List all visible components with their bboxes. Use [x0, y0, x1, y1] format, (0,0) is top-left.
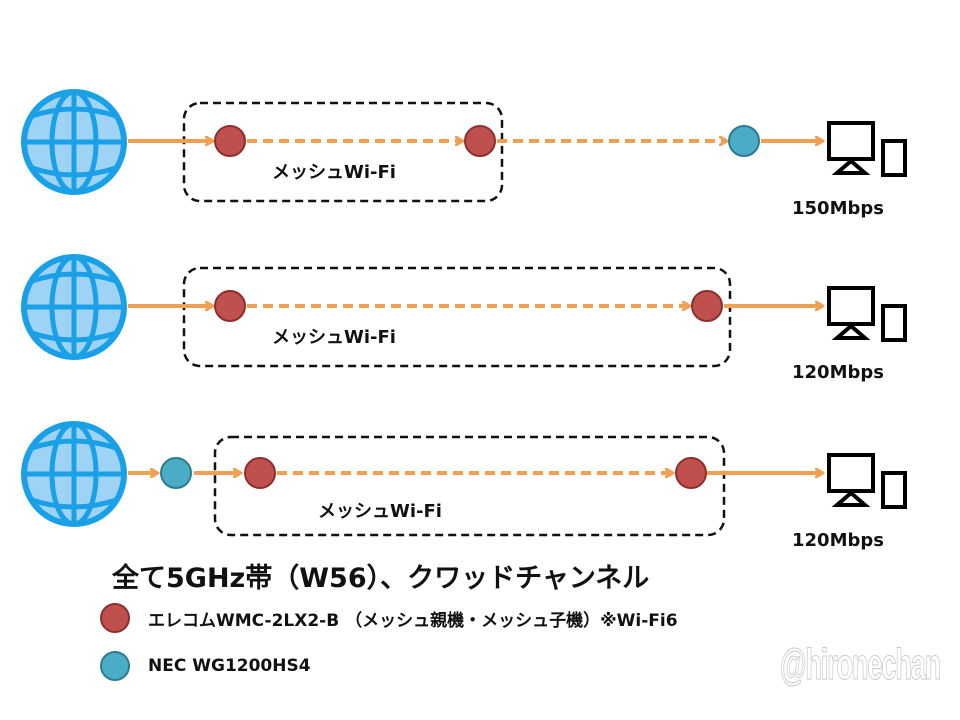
mesh-wifi-box — [182, 101, 504, 203]
nec-node — [728, 125, 760, 157]
speed-label: 120Mbps — [792, 530, 884, 551]
mesh-parent-node — [214, 125, 246, 157]
legend-item-mesh: エレコムWMC-2LX2-B （メッシュ親機・メッシュ子機）※Wi-Fi6 — [100, 603, 678, 633]
mesh-wifi-label: メッシュWi-Fi — [272, 327, 396, 348]
nec-node-swatch — [100, 651, 130, 681]
mesh-parent-node — [244, 457, 276, 489]
legend-item-nec: NEC WG1200HS4 — [100, 651, 311, 681]
monitor-and-phone-icon — [827, 286, 907, 342]
mesh-parent-node — [214, 290, 246, 322]
mesh-wifi-label: メッシュWi-Fi — [318, 501, 442, 522]
row-2 — [24, 257, 907, 368]
globe-icon — [24, 92, 124, 192]
legend-label: NEC WG1200HS4 — [148, 656, 311, 676]
mesh-wifi-box — [182, 266, 732, 368]
globe-icon — [24, 424, 124, 524]
monitor-and-phone-icon — [827, 121, 907, 177]
globe-icon — [24, 257, 124, 357]
row-3 — [24, 424, 907, 537]
diagram-title: 全て5GHz帯（W56）、クワッドチャンネル — [112, 563, 650, 594]
row-1 — [24, 92, 907, 203]
mesh-child-node — [464, 125, 496, 157]
mesh-child-node — [675, 457, 707, 489]
mesh-wifi-label: メッシュWi-Fi — [272, 162, 396, 183]
legend-label: エレコムWMC-2LX2-B （メッシュ親機・メッシュ子機）※Wi-Fi6 — [148, 610, 678, 631]
mesh-wifi-box — [213, 435, 726, 537]
monitor-and-phone-icon — [827, 453, 907, 509]
speed-label: 150Mbps — [792, 198, 884, 219]
watermark: @hironechan — [780, 640, 942, 690]
nec-node — [160, 457, 192, 489]
speed-label: 120Mbps — [792, 362, 884, 383]
mesh-child-node — [691, 290, 723, 322]
mesh-node-swatch — [100, 603, 130, 633]
